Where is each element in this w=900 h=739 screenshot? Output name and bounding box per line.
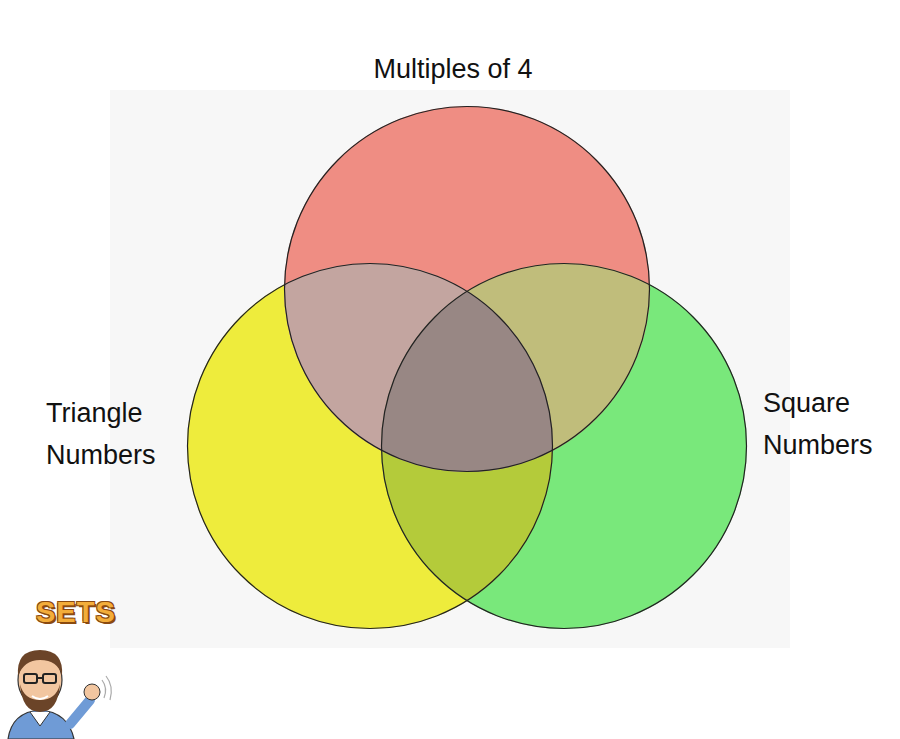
- teacher-avatar: [0, 640, 120, 739]
- background-panel: [110, 90, 790, 648]
- logo-text: SETS: [36, 596, 116, 629]
- set-title: Triangle Numbers: [46, 392, 182, 476]
- set-circle: Square Numbers: [381, 263, 747, 629]
- set-circle: Multiples of 4: [284, 106, 650, 472]
- circle-outline: [381, 263, 747, 629]
- circle-outline: [284, 106, 650, 472]
- set-circle: Triangle Numbers: [187, 263, 553, 629]
- set-title: Square Numbers: [763, 382, 895, 466]
- set-title: Multiples of 4: [303, 48, 603, 90]
- circle-border: [188, 264, 553, 629]
- circle-border: [382, 264, 747, 629]
- circle-border: [285, 107, 650, 472]
- circle-outline: [187, 263, 553, 629]
- triple-overlap-region: [381, 263, 747, 629]
